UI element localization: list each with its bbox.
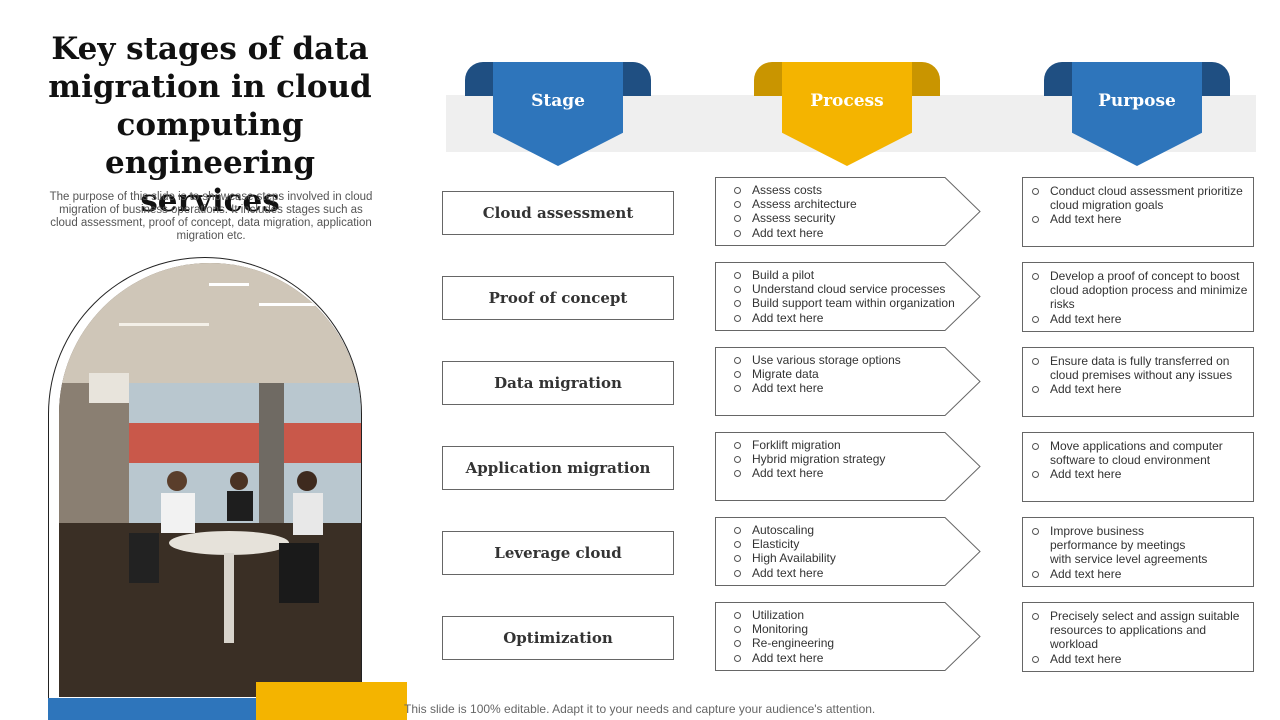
process-arrow-shape (715, 517, 981, 586)
process-item: Add text here (733, 566, 963, 580)
process-item: Hybrid migration strategy (733, 452, 963, 466)
purpose-list: Conduct cloud assessment prioritize clou… (1031, 184, 1249, 227)
process-arrow-shape (715, 262, 981, 331)
purpose-item: Develop a proof of concept to boost clou… (1031, 269, 1249, 312)
accent-bar-blue (48, 698, 258, 720)
purpose-box: Develop a proof of concept to boost clou… (1022, 262, 1254, 332)
footnote: This slide is 100% editable. Adapt it to… (404, 702, 876, 716)
stage-box: Application migration (442, 446, 674, 490)
process-item: Assess security (733, 211, 963, 225)
process-item: Build a pilot (733, 268, 963, 282)
purpose-item: Add text here (1031, 312, 1249, 326)
process-item: Forklift migration (733, 438, 963, 452)
process-item: Assess architecture (733, 197, 963, 211)
purpose-list: Precisely select and assign suitable res… (1031, 609, 1249, 666)
purpose-list: Ensure data is fully transferred on clou… (1031, 354, 1249, 397)
purpose-item: Add text here (1031, 382, 1249, 396)
purpose-list: Improve business performance by meetings… (1031, 524, 1249, 581)
purpose-item: Improve business performance by meetings… (1031, 524, 1249, 567)
process-item: High Availability (733, 551, 963, 565)
purpose-item: Move applications and computer software … (1031, 439, 1249, 467)
stage-header-ribbon: Stage (465, 62, 651, 166)
process-item: Utilization (733, 608, 963, 622)
process-item: Assess costs (733, 183, 963, 197)
process-arrow-shape (715, 602, 981, 671)
purpose-item: Precisely select and assign suitable res… (1031, 609, 1249, 652)
slide-subtitle: The purpose of this slide is to showcase… (49, 191, 373, 242)
arch-frame (48, 257, 362, 720)
process-arrow-shape (715, 432, 981, 501)
purpose-item: Ensure data is fully transferred on clou… (1031, 354, 1249, 382)
process-arrow-shape (715, 177, 981, 246)
purpose-box: Ensure data is fully transferred on clou… (1022, 347, 1254, 417)
purpose-box: Move applications and computer software … (1022, 432, 1254, 502)
process-item: Migrate data (733, 367, 963, 381)
purpose-item: Add text here (1031, 652, 1249, 666)
purpose-box: Improve business performance by meetings… (1022, 517, 1254, 587)
purpose-box: Precisely select and assign suitable res… (1022, 602, 1254, 672)
process-header-ribbon: Process (754, 62, 940, 166)
stage-box: Leverage cloud (442, 531, 674, 575)
purpose-list: Develop a proof of concept to boost clou… (1031, 269, 1249, 326)
process-item: Understand cloud service processes (733, 282, 963, 296)
purpose-item: Add text here (1031, 567, 1249, 581)
purpose-header-label: Purpose (1098, 91, 1176, 111)
accent-bar-yellow (256, 682, 407, 720)
process-item: Use various storage options (733, 353, 963, 367)
purpose-item: Conduct cloud assessment prioritize clou… (1031, 184, 1249, 212)
process-item: Add text here (733, 311, 963, 325)
purpose-item: Add text here (1031, 467, 1249, 481)
process-arrow-shape (715, 347, 981, 416)
process-item: Elasticity (733, 537, 963, 551)
meeting-photo (59, 263, 361, 697)
stage-header-label: Stage (531, 91, 585, 111)
process-item: Add text here (733, 651, 963, 665)
slide-title: Key stages of data migration in cloud co… (48, 31, 372, 219)
process-item: Build support team within organization (733, 296, 963, 310)
stage-box: Proof of concept (442, 276, 674, 320)
purpose-header-ribbon: Purpose (1044, 62, 1230, 166)
stage-box: Cloud assessment (442, 191, 674, 235)
process-item: Add text here (733, 381, 963, 395)
purpose-list: Move applications and computer software … (1031, 439, 1249, 482)
purpose-box: Conduct cloud assessment prioritize clou… (1022, 177, 1254, 247)
process-header-label: Process (810, 91, 884, 111)
stage-box: Optimization (442, 616, 674, 660)
process-item: Add text here (733, 226, 963, 240)
stage-box: Data migration (442, 361, 674, 405)
purpose-item: Add text here (1031, 212, 1249, 226)
process-item: Add text here (733, 466, 963, 480)
process-item: Autoscaling (733, 523, 963, 537)
process-item: Monitoring (733, 622, 963, 636)
process-item: Re-engineering (733, 636, 963, 650)
